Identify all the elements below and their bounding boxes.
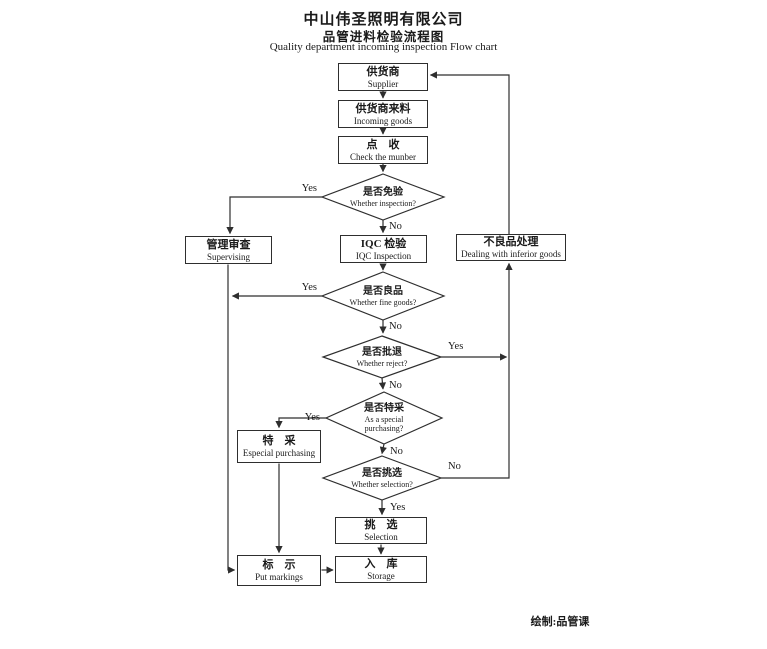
decision-whether-reject: 是否批退 Whether reject? [327,343,437,371]
node-especial-purchasing-en: Especial purchasing [242,448,316,458]
decision-whether-inspection: 是否免验 Whether inspection? [328,183,438,211]
node-especial-purchasing: 特 采 Especial purchasing [237,430,321,463]
node-put-markings-en: Put markings [255,572,303,582]
node-put-markings: 标 示 Put markings [237,555,321,586]
chart-title-cn: 品管进料检验流程图 [322,30,445,44]
node-especial-purchasing-cn: 特 采 [262,435,296,447]
decision-whether-fine-en: Whether fine goods? [349,297,417,307]
node-supervising: 管理审查 Supervising [185,236,272,264]
node-inferior-goods-cn: 不良品处理 [483,236,539,248]
decision-whether-special-en2: purchasing? [364,424,404,433]
edge-reject-no-special [378,377,386,390]
decision-whether-inspection-cn: 是否免验 [363,186,403,198]
node-supplier-en: Supplier [367,78,399,89]
decision-whether-selection: 是否挑选 Whether selection? [327,464,437,492]
node-supervising-en: Supervising [206,251,250,262]
label-fine-yes: Yes [301,282,317,293]
node-incoming-goods: 供货商来料 Incoming goods [338,100,428,128]
decision-whether-reject-en: Whether reject? [356,358,408,368]
node-incoming-goods-cn: 供货商来料 [355,102,411,115]
node-storage-en: Storage [367,571,395,581]
label-reject-no: No [389,380,402,391]
label-selection-no: No [448,461,461,472]
decision-whether-special-en1: As a special [364,415,404,424]
decision-whether-fine: 是否良品 Whether fine goods? [328,282,438,310]
node-put-markings-cn: 标 示 [262,559,296,571]
edge-special-yes-especial [275,417,326,429]
node-iqc-inspection: IQC 检验 IQC Inspection [340,235,427,263]
label-special-no: No [390,446,403,457]
node-check-number: 点 收 Check the munber [338,136,428,164]
diamond-whether-fine [320,271,446,321]
node-iqc-inspection-cn: IQC 检验 [360,237,407,250]
node-selection-cn: 挑 选 [364,519,398,531]
chart-title-en: Quality department incoming inspection F… [269,41,498,53]
edge-supervising-markings [227,264,236,574]
node-inferior-goods: 不良品处理 Dealing with inferior goods [456,234,566,261]
node-supplier: 供货商 Supplier [338,63,428,91]
decision-whether-fine-cn: 是否良品 [363,285,403,297]
node-check-number-en: Check the munber [350,151,416,162]
node-check-number-cn: 点 收 [366,138,400,151]
decision-whether-selection-en: Whether selection? [351,479,413,489]
node-selection: 挑 选 Selection [335,517,427,544]
node-supervising-cn: 管理审查 [206,238,251,251]
decision-whether-inspection-en: Whether inspection? [350,198,416,208]
company-title: 中山伟圣照明有限公司 [303,12,464,28]
decision-whether-special: 是否特采 As a special purchasing? [329,401,439,435]
label-fine-no: No [389,321,402,332]
label-inspection-yes: Yes [301,183,317,194]
node-inferior-goods-en: Dealing with inferior goods [461,249,561,259]
label-reject-yes: Yes [448,341,464,352]
edge-inspection-yes-supervising [226,196,322,235]
node-supplier-cn: 供货商 [366,65,400,78]
edge-selection-no-inferior [441,262,513,479]
label-special-yes: Yes [304,412,320,423]
label-selection-yes: Yes [390,502,406,513]
node-iqc-inspection-en: IQC Inspection [355,250,412,261]
decision-whether-selection-cn: 是否挑选 [362,467,402,479]
label-inspection-no: No [389,221,402,232]
credit-text: 绘制:品管课 [530,616,590,628]
node-selection-en: Selection [364,532,398,542]
decision-whether-reject-cn: 是否批退 [362,346,402,358]
node-incoming-goods-en: Incoming goods [353,115,413,126]
edge-inferior-supplier [429,71,510,234]
node-storage-cn: 入 库 [364,558,398,570]
node-storage: 入 库 Storage [335,556,427,583]
diamond-whether-selection [321,455,443,501]
diamond-whether-inspection [320,173,446,221]
diamond-whether-reject [321,335,443,379]
edge-special-no-selection [379,443,387,455]
diamond-whether-special [324,391,444,445]
decision-whether-special-cn: 是否特采 [364,403,404,414]
